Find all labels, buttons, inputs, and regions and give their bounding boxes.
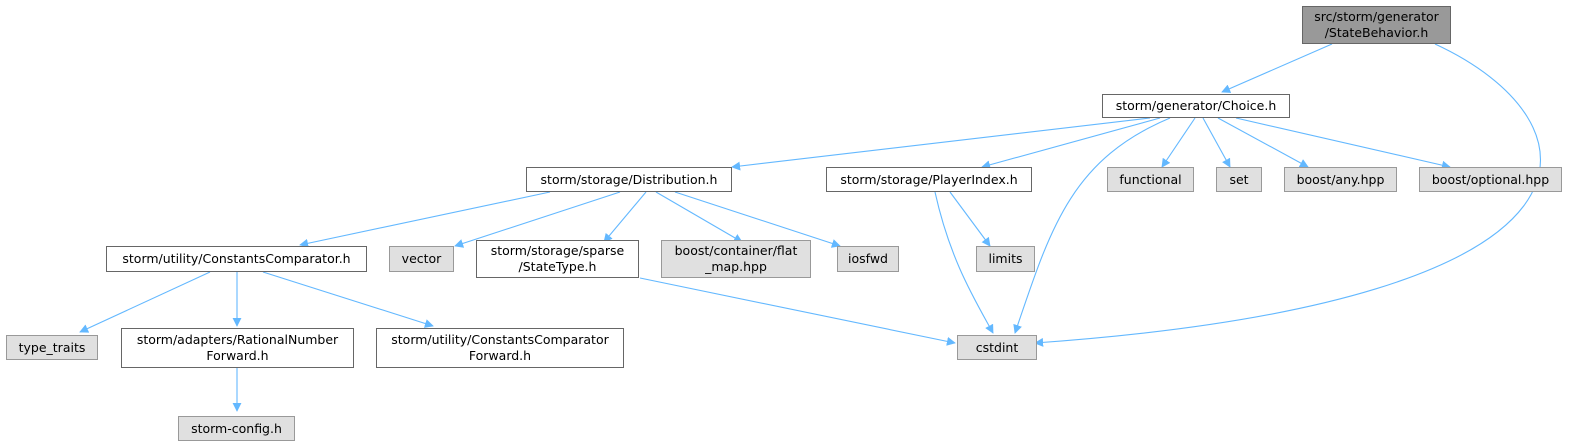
edge-statetype-cstdint	[639, 277, 956, 346]
node-flat-map: boost/container/flat _map.hpp	[661, 240, 811, 278]
node-vector: vector	[389, 246, 454, 272]
edge-comparator-fwd	[262, 271, 434, 328]
edge-distribution-flatmap	[655, 191, 743, 243]
edge-comparator-typetraits	[79, 271, 211, 333]
node-constants-comparator[interactable]: storm/utility/ConstantsComparator.h	[106, 246, 367, 272]
edge-playerindex-limits	[949, 191, 991, 247]
edge-choice-functional	[1161, 117, 1196, 168]
edge-distribution-vector	[454, 191, 621, 248]
node-boost-any: boost/any.hpp	[1284, 167, 1397, 192]
edge-distribution-iosfwd	[674, 191, 841, 248]
node-state-behavior[interactable]: src/storm/generator /StateBehavior.h	[1302, 6, 1451, 44]
edge-root-cstdint	[1034, 43, 1542, 347]
node-functional: functional	[1107, 167, 1194, 192]
node-iosfwd: iosfwd	[837, 246, 899, 272]
edge-choice-cstdint	[1013, 117, 1171, 334]
node-boost-optional: boost/optional.hpp	[1419, 167, 1562, 192]
node-limits: limits	[976, 246, 1035, 272]
edge-playerindex-cstdint	[934, 191, 994, 334]
edge-choice-distribution	[731, 117, 1151, 171]
node-cstdint: cstdint	[957, 335, 1037, 360]
node-set: set	[1216, 167, 1262, 192]
node-player-index[interactable]: storm/storage/PlayerIndex.h	[826, 167, 1032, 192]
edge-distribution-comparator	[299, 191, 551, 248]
node-constants-comparator-forward[interactable]: storm/utility/ConstantsComparator Forwar…	[376, 328, 624, 368]
node-choice[interactable]: storm/generator/Choice.h	[1102, 94, 1290, 118]
edge-distribution-statetype	[603, 191, 647, 243]
edge-choice-boostoptional	[1235, 117, 1451, 170]
node-type-traits: type_traits	[6, 335, 98, 360]
node-distribution[interactable]: storm/storage/Distribution.h	[526, 167, 732, 192]
node-state-type[interactable]: storm/storage/sparse /StateType.h	[476, 240, 639, 278]
edge-choice-boostany	[1217, 117, 1309, 168]
edge-root-choice	[1221, 43, 1333, 93]
edge-choice-set	[1202, 117, 1231, 168]
edge-choice-playerindex	[981, 117, 1161, 170]
node-rational-number-forward[interactable]: storm/adapters/RationalNumber Forward.h	[121, 328, 354, 368]
node-storm-config: storm-config.h	[178, 416, 295, 441]
